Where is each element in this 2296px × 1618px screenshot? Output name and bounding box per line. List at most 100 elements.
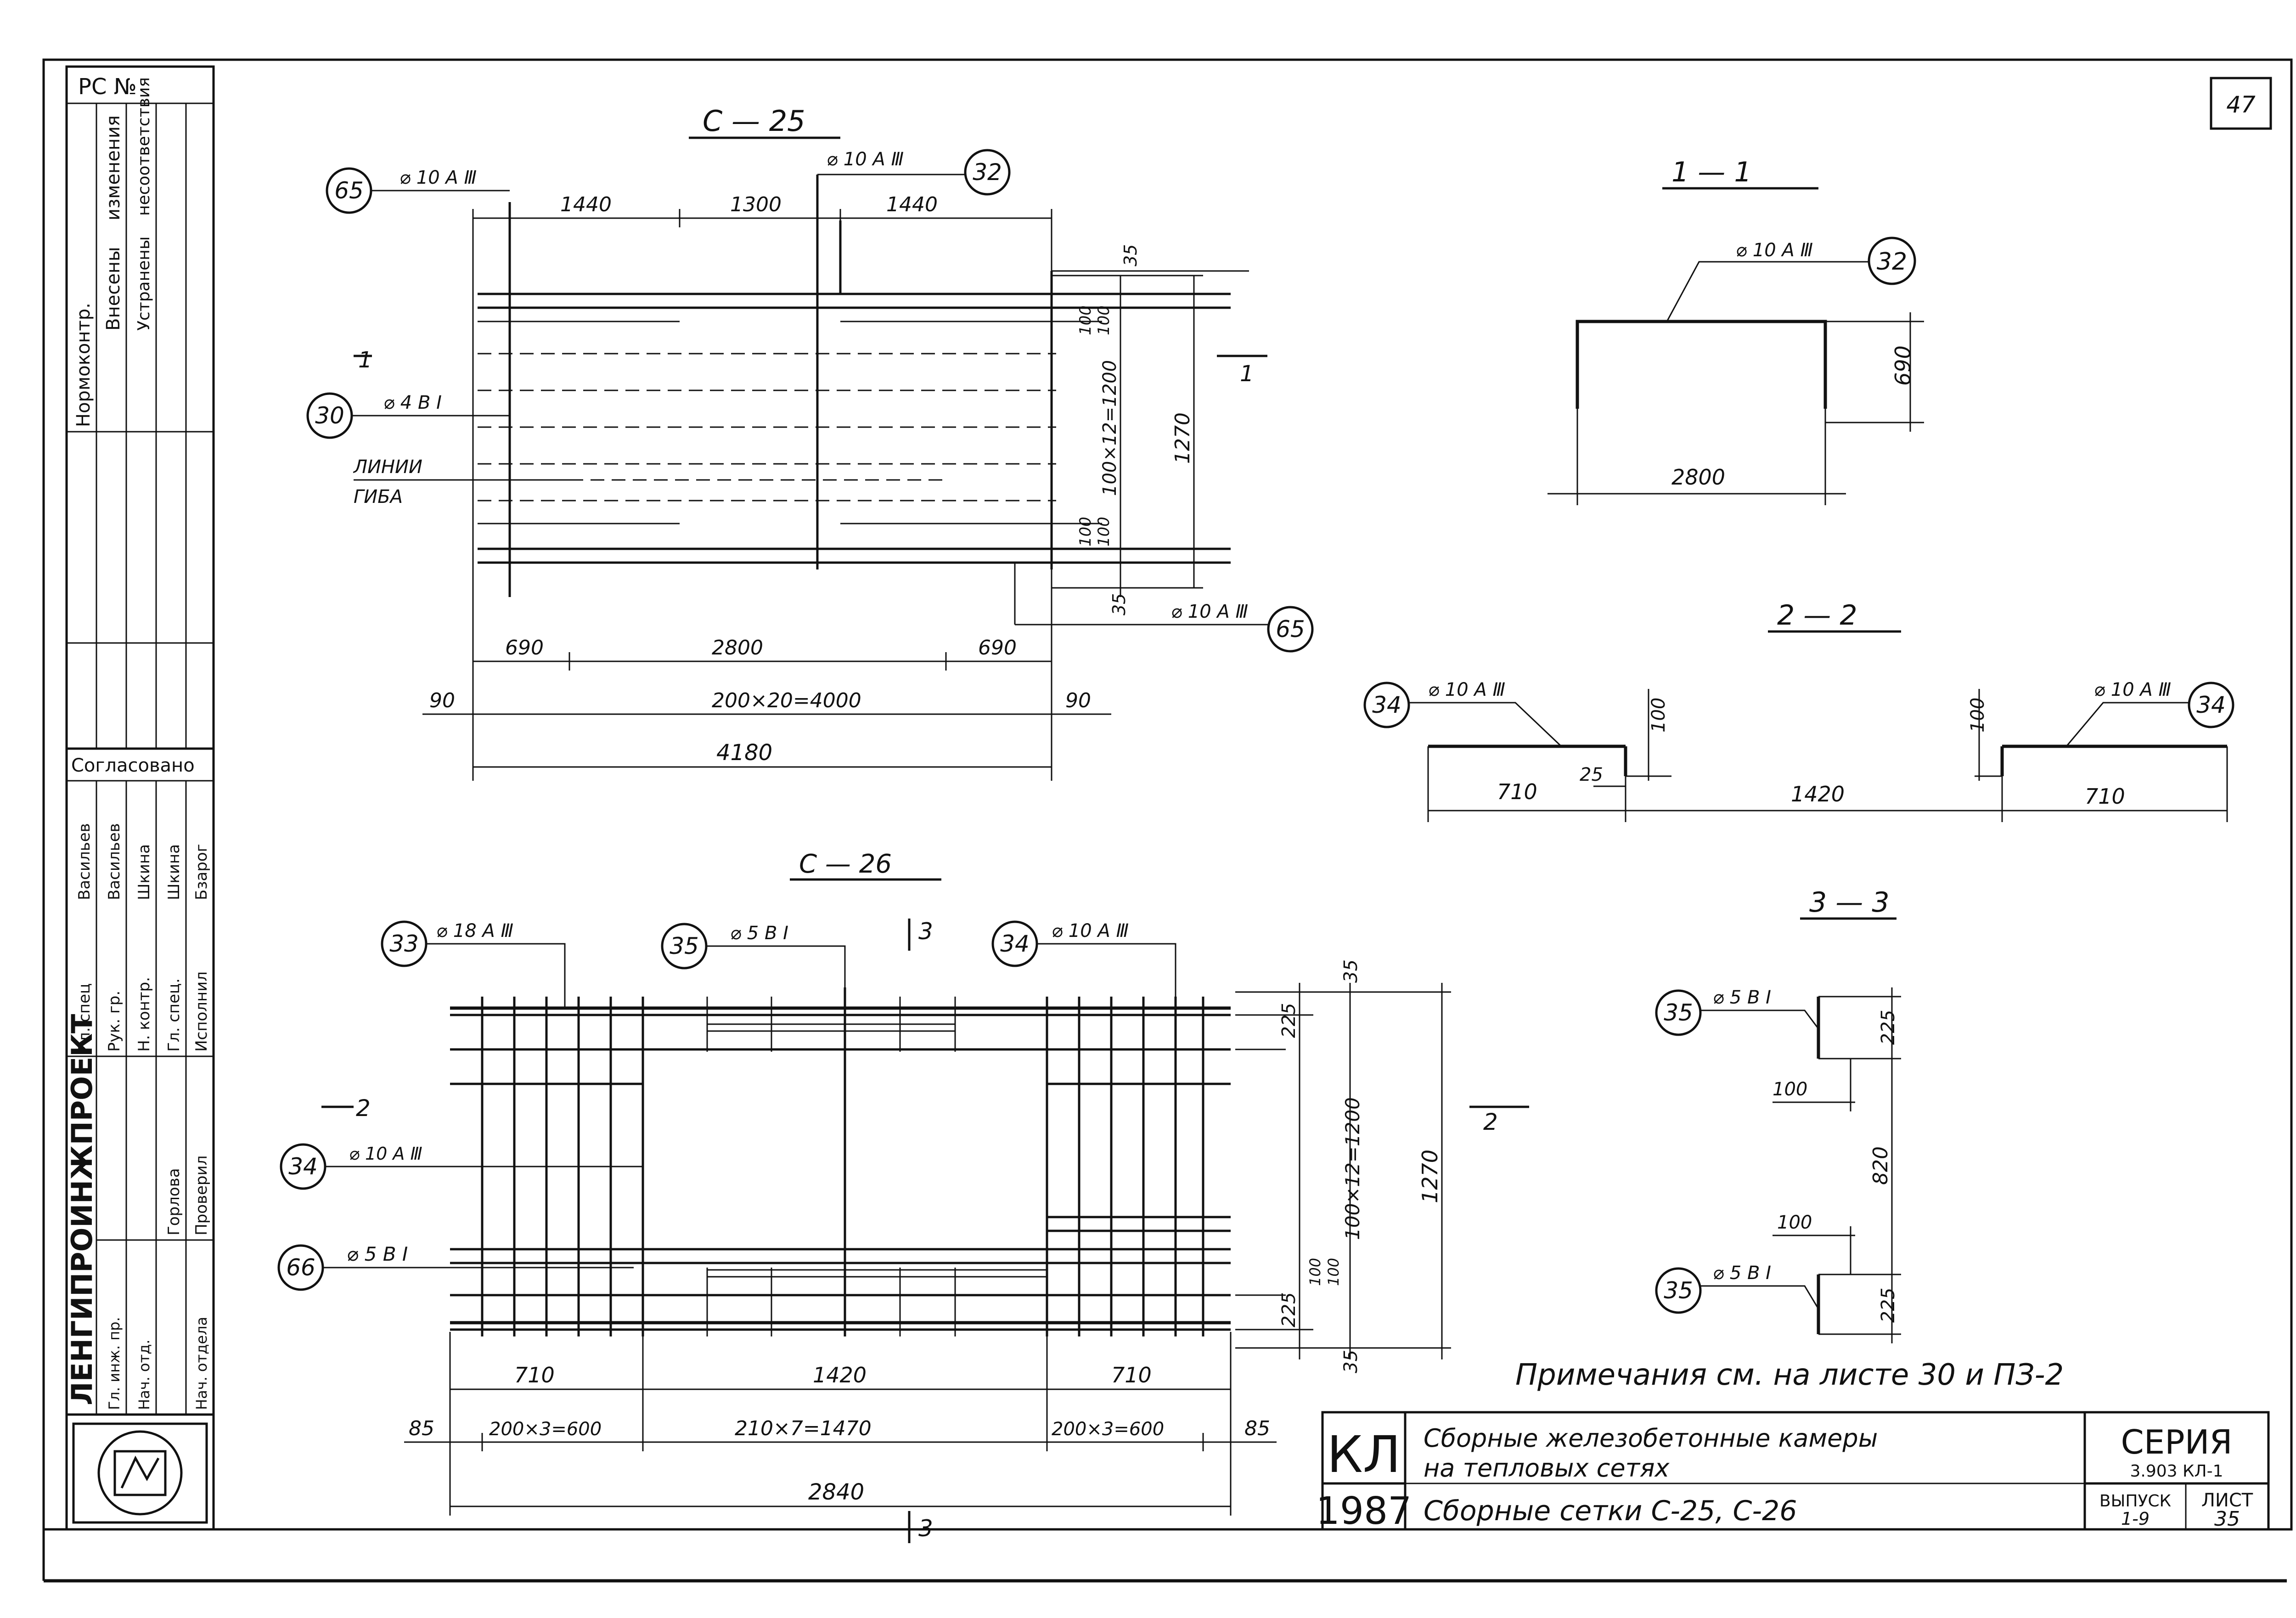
s22-title: 2 — 2 [1777,599,1857,631]
institute-logo [72,1422,208,1524]
mesh-c25-drawing: С — 25 65 ⌀ [306,104,1314,781]
chief-label-3: Нач. отдела [193,1317,210,1410]
c26-bar-label-33: ⌀ 18 А Ⅲ [436,920,513,941]
c25-bar-label-32: ⌀ 10 А Ⅲ [827,149,904,170]
c25-bar-label-65-top: ⌀ 10 А Ⅲ [400,167,477,188]
rs-number-label: РС № [78,74,137,100]
s22-dim-1420: 1420 [1791,782,1845,806]
c25-callout-30: 30 [315,402,344,429]
chief-label-2: Нач. отд. [135,1340,153,1410]
c26-right-dim-35-bottom: 35 [1340,1350,1362,1373]
s22-bar-label-left: ⌀ 10 А Ⅲ [1428,679,1505,700]
c26-bar-label-66: ⌀ 5 В Ⅰ [347,1243,408,1265]
s33-dim-225-top: 225 [1878,1010,1899,1045]
s22-dim-710-left: 710 [1497,779,1537,804]
c26-dim-600-right: 200×3=600 [1052,1419,1164,1440]
s33-dim-820: 820 [1869,1146,1892,1185]
revision-col-3: изменения [103,115,124,220]
s22-bar-label-right: ⌀ 10 А Ⅲ [2094,679,2171,700]
c26-bar-label-34-left: ⌀ 10 А Ⅲ [349,1144,422,1164]
c25-right-dim-100-a: 100 [1076,305,1095,335]
revision-col-1: Нормоконтр. [73,303,94,427]
c25-bottom-dim-690-right: 690 [978,636,1017,660]
title-block-title-line2: на тепловых сетях [1424,1454,1670,1483]
title-block: КЛ 1987 Сборные железобетонные камеры на… [1316,1411,2270,1533]
s33-dim-100-bottom: 100 [1777,1212,1812,1233]
signature-role-2: Рук. гр. [105,991,124,1052]
c26-total-width: 2840 [808,1479,864,1505]
signature-name-6: Горлова [165,1168,183,1235]
s11-height: 690 [1891,345,1915,386]
section-1-1: 1 — 1 32 ⌀ 10 А Ⅲ 690 2800 [1548,156,1924,505]
c25-transverse-bars [508,175,1249,625]
c25-right-dim-35-top: 35 [1120,244,1141,266]
c25-section-mark-left: 1 [358,347,372,373]
c25-top-dim-2: 1300 [730,193,782,216]
title-block-series-label: СЕРИЯ [2121,1423,2232,1461]
c26-dim-1470: 210×7=1470 [735,1417,872,1440]
revision-col-5: несоответствия [135,77,153,216]
s22-dim-710-right: 710 [2085,784,2125,809]
s33-dim-100-top: 100 [1773,1079,1807,1100]
sheet-note: Примечания см. на листе 30 и ПЗ-2 [1515,1358,2064,1392]
c25-bar-label-30: ⌀ 4 В Ⅰ [383,392,442,413]
c25-bottom-dim-90-left: 90 [429,689,455,712]
c25-title: С — 25 [703,104,805,138]
c25-right-dim-100-b: 100 [1095,305,1113,335]
c25-right-dim-100-d: 100 [1095,517,1113,547]
c26-right-dim-100-b: 100 [1325,1258,1342,1286]
s22-height-left: 100 [1648,698,1669,733]
s11-title: 1 — 1 [1671,156,1752,188]
c26-right-dim-225-top: 225 [1278,1003,1300,1038]
section-3-3: 3 — 3 35 ⌀ 5 В Ⅰ 35 ⌀ 5 В Ⅰ 225 100 820 … [1655,886,1901,1343]
institute-name: ЛЕНГИПРОИНЖПРОЕКТ [65,1014,99,1405]
c25-top-dim-3: 1440 [886,193,938,216]
c26-callout-33: 33 [389,930,419,957]
title-block-issue-value: 1-9 [2121,1509,2150,1529]
c26-section-mark-2-left: 2 [356,1095,371,1122]
c25-total-width: 4180 [716,740,772,766]
mesh-c26-drawing: С — 26 [277,849,1529,1543]
s22-offset: 25 [1580,764,1603,785]
c26-callout-34-left: 34 [288,1153,318,1180]
left-stamp-strip: РС № Нормоконтр. Внесены изменения Устра… [65,65,215,1531]
signature-name-4: Шкина [165,844,183,900]
c25-bar-label-65-bottom: ⌀ 10 А Ⅲ [1171,601,1248,622]
signature-role-4: Гл. спец. [165,978,183,1052]
c25-bottom-dim-90-right: 90 [1065,689,1091,712]
s33-title: 3 — 3 [1809,886,1890,919]
s11-width: 2800 [1671,465,1725,490]
c26-section-mark-3-top: 3 [918,918,933,945]
signature-role-6: Проверил [192,1156,211,1235]
s22-callout-34-right: 34 [2196,692,2226,718]
signature-role-1: Гл. спец [75,983,94,1052]
revision-col-4: Устранены [135,237,153,331]
c26-right-dim-pitch: 100×12=1200 [1341,1097,1364,1240]
signature-name-1: Васильев [75,823,94,900]
c26-bar-label-34-top: ⌀ 10 А Ⅲ [1052,920,1129,941]
signature-name-2: Васильев [105,823,124,900]
c25-callout-65-bottom: 65 [1276,616,1305,643]
c25-right-dim-total: 1270 [1171,412,1194,464]
title-block-sheet-label: ЛИСТ [2201,1490,2253,1511]
title-block-drawing-title: Сборные сетки С-25, С-26 [1424,1495,1797,1527]
title-block-series-value: 3.903 КЛ-1 [2130,1462,2223,1481]
c25-bend-line-label-2: ГИБА [354,486,403,507]
c25-right-dim-pitch: 100×12=1200 [1099,360,1120,496]
c25-bend-line-label-1: ЛИНИИ [353,457,422,478]
c26-callouts: 33 ⌀ 18 А Ⅲ 35 ⌀ 5 В Ⅰ 34 ⌀ 10 А Ⅲ 34 ⌀ … [277,918,1529,1543]
c26-dim-600-left: 200×3=600 [489,1419,602,1440]
c25-bottom-dim-2800: 2800 [712,636,763,660]
c25-longitudinal-bars [478,293,1231,564]
c26-callout-35: 35 [670,933,699,959]
agreed-label: Согласовано [71,755,195,776]
c25-callout-65-top: 65 [334,177,364,204]
c26-longitudinal-bars [450,1006,1231,1331]
chief-label-1: Гл. инж. пр. [106,1317,123,1410]
s11-bar-label: ⌀ 10 А Ⅲ [1736,240,1813,261]
c26-dim-1420: 1420 [813,1363,867,1387]
c25-bottom-dim-pitch: 200×20=4000 [712,689,861,712]
title-block-issue-label: ВЫПУСК [2099,1492,2171,1511]
c25-bottom-dim-690-left: 690 [505,636,544,660]
